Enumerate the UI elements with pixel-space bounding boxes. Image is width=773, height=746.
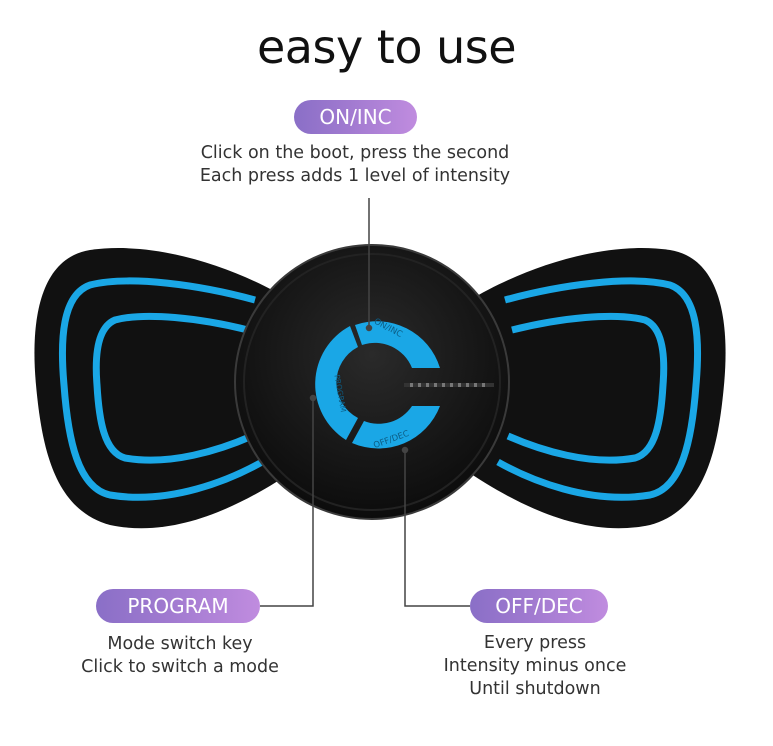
off-dec-desc-line-1: Every press [483, 633, 587, 653]
program-desc-line-2: Click to switch a mode [81, 657, 279, 677]
off-dec-description: Every press Intensity minus once Until s… [410, 632, 660, 701]
button-ring [315, 321, 440, 449]
on-inc-desc-line-1: Click on the boot, press the second [200, 143, 510, 163]
program-label: PROGRAM [96, 589, 260, 623]
left-wing [34, 248, 295, 529]
program-desc-line-1: Mode switch key [107, 634, 253, 654]
right-wing [465, 248, 726, 529]
off-dec-button [352, 406, 440, 449]
off-dec-desc-line-2: Intensity minus once [443, 656, 627, 676]
off-dec-desc-line-3: Until shutdown [469, 679, 601, 699]
callout-off-line [404, 450, 470, 607]
program-description: Mode switch key Click to switch a mode [60, 633, 300, 679]
callout-program-line [260, 398, 314, 607]
right-wing-inner-loop [506, 312, 668, 464]
on-inc-label: ON/INC [294, 100, 417, 134]
on-inc-button [355, 321, 440, 368]
right-wing-outer-loop [496, 277, 702, 501]
on-inc-description: Click on the boot, press the second Each… [180, 142, 530, 188]
indicator-slot [404, 383, 494, 387]
left-wing-outer-loop [58, 277, 264, 501]
on-inc-desc-line-2: Each press adds 1 level of intensity [199, 166, 511, 186]
off-dec-label: OFF/DEC [470, 589, 608, 623]
program-button [315, 326, 358, 440]
callout-lines [260, 198, 470, 607]
control-hub [234, 244, 510, 520]
left-wing-inner-loop [92, 312, 254, 464]
page-title: easy to use [256, 20, 517, 74]
